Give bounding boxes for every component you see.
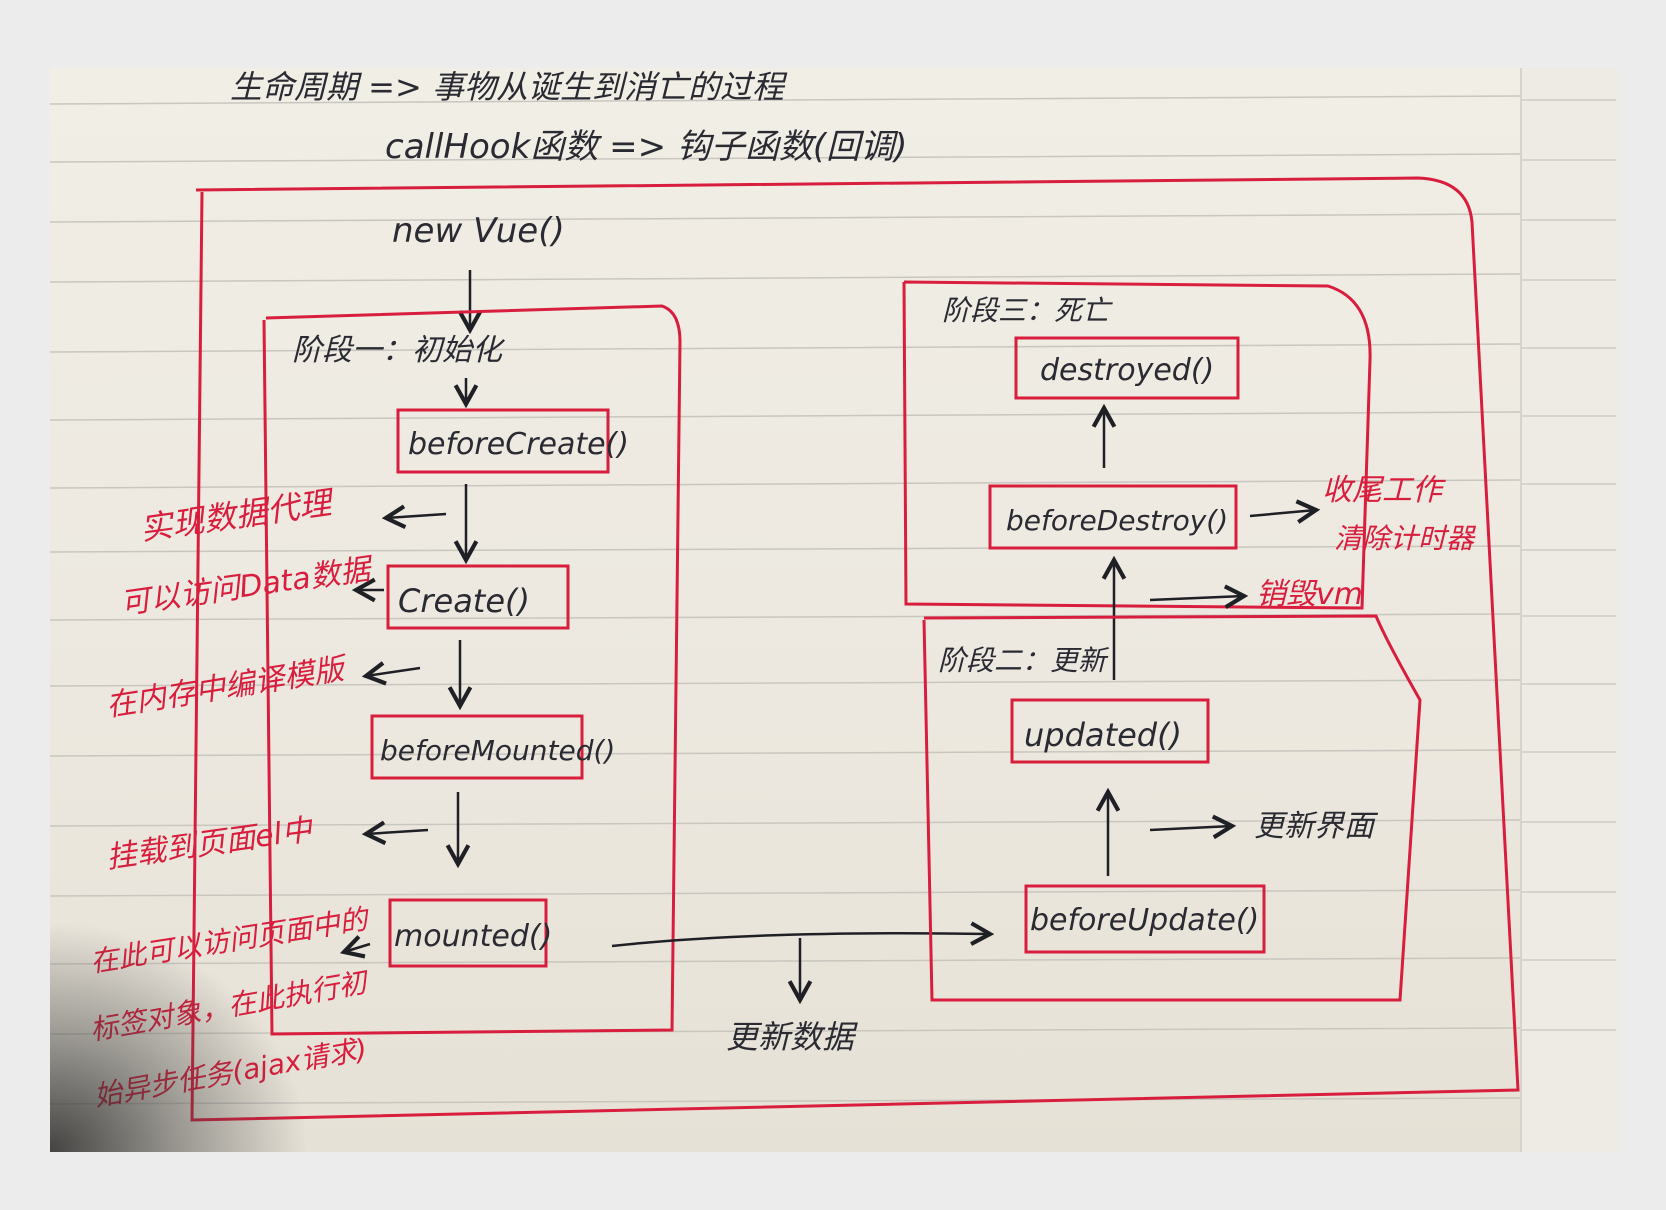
note-cleanup-line-1: 收尾工作 <box>1322 473 1446 508</box>
note-update-data: 更新数据 <box>726 1018 858 1056</box>
note-update-view: 更新界面 <box>1254 809 1379 844</box>
created-box <box>386 564 570 630</box>
updated-box <box>1010 698 1210 764</box>
before-update-node: beforeUpdate() <box>1030 903 1259 938</box>
adjacent-page-edge <box>1520 68 1618 1152</box>
notebook-page <box>50 68 1616 1152</box>
arrow-to-compile-template <box>366 668 421 676</box>
note-data-proxy: 实现数据代理 <box>138 483 337 548</box>
before-mount-box <box>370 714 584 780</box>
note-destroy-vm: 销毁vm <box>1256 577 1363 612</box>
arrow-to-destroy-vm <box>1149 596 1244 600</box>
header-line-1: 生命周期 => 事物从诞生到消亡的过程 <box>230 68 788 106</box>
arrow-to-cleanup <box>1249 510 1316 516</box>
before-create-node: beforeCreate() <box>408 427 629 462</box>
note-compile-template: 在内存中编译模版 <box>104 651 351 724</box>
stage-destroy-label: 阶段三：死亡 <box>942 294 1113 327</box>
before-update-box <box>1024 884 1266 954</box>
mounted-box <box>388 898 548 968</box>
arrow-to-update-view <box>1149 826 1232 830</box>
before-destroy-node: beforeDestroy() <box>1006 504 1228 537</box>
arrow-to-data-proxy <box>386 514 447 518</box>
start-node: new Vue() <box>392 211 565 251</box>
note-mounted-line-1: 在此可以访问页面中的 <box>88 902 373 979</box>
note-mount-el: 挂载到页面el中 <box>104 812 317 876</box>
before-mount-node: beforeMounted() <box>380 734 615 767</box>
stage-update-label: 阶段二：更新 <box>938 644 1110 677</box>
arrow-to-mounted-note <box>344 944 371 952</box>
note-cleanup-line-2: 清除计时器 <box>1334 522 1477 555</box>
created-node: Create() <box>398 582 530 620</box>
note-access-data: 可以访问Data数据 <box>118 552 376 622</box>
before-create-box <box>396 408 610 474</box>
arrow-to-mount-el <box>366 830 429 834</box>
outer-frame <box>190 176 1520 1122</box>
stage-update-box <box>922 614 1422 1002</box>
ruled-lines <box>49 95 1521 1105</box>
stage-init-label: 阶段一：初始化 <box>292 333 506 368</box>
mounted-node: mounted() <box>394 919 552 954</box>
header-line-2: callHook函数 => 钩子函数(回调) <box>385 127 907 167</box>
stage-init-box <box>262 304 682 1036</box>
note-mounted-line-3: 始异步任务(ajax请求) <box>91 1032 369 1113</box>
destroyed-node: destroyed() <box>1040 353 1214 388</box>
updated-node: updated() <box>1024 716 1182 754</box>
destroyed-box <box>1014 336 1240 400</box>
before-destroy-box <box>988 484 1238 550</box>
stage-destroy-box <box>902 280 1372 610</box>
